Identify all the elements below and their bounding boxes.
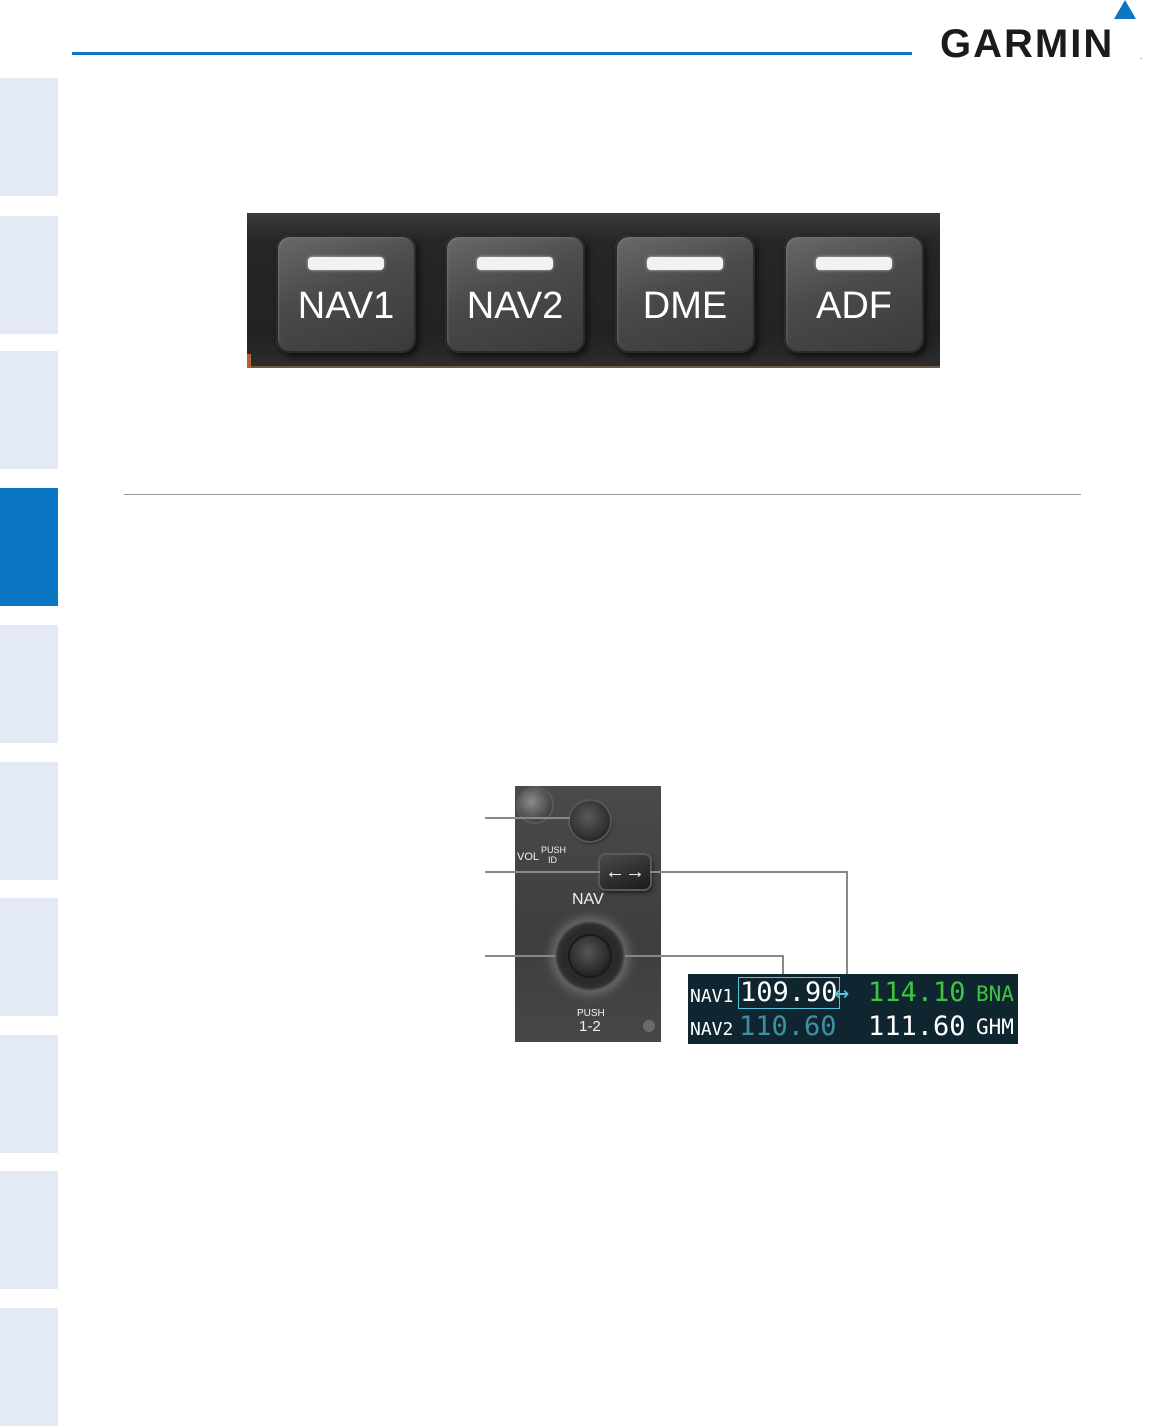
nav1-key-label: NAV1 [297,285,395,327]
nav2-active-frequency: 111.60 [868,1011,966,1042]
adf-key[interactable]: ADF [784,235,924,353]
adf-key-label: ADF [816,285,892,327]
brand-text: GARMIN [940,22,1115,66]
adf-annunciator [816,257,892,270]
nav2-row-label: NAV2 [690,1019,734,1040]
section-tab-10[interactable] [0,1308,58,1426]
vol-label: VOL [517,851,540,863]
callout-line-knob [485,955,555,957]
nav1-transfer-arrow: ↔ [834,978,850,1007]
callout-line-vol [485,817,570,819]
section-tab-1[interactable] [0,78,58,196]
nav2-annunciator [477,257,553,270]
nav1-key[interactable]: NAV1 [276,235,416,353]
nav-tuning-knob-inner[interactable] [570,936,610,976]
dme-annunciator [647,257,723,270]
nav1-ident: BNA [976,982,1014,1006]
section-divider [124,494,1081,495]
nav2-key-label: NAV2 [466,285,564,327]
section-tab-3[interactable] [0,351,58,469]
id-label: ID [548,855,557,865]
push-label: PUSH [541,845,567,855]
small-knob-icon [518,788,552,822]
nav1-annunciator [308,257,384,270]
brand-mark: . [1140,52,1143,61]
section-tab-5[interactable] [0,625,58,743]
nav-volume-knob[interactable] [570,801,610,841]
nav-frequency-display: NAV1 109.90 ↔ 114.10 BNA NAV2 110.60 111… [688,974,1018,1044]
section-tab-6[interactable] [0,762,58,880]
section-tab-9[interactable] [0,1171,58,1289]
nav1-active-frequency: 114.10 [868,977,966,1008]
callout-line-swap-to-display [650,871,847,873]
header-rule [72,52,912,55]
garmin-logo: GARMIN . [940,0,1152,70]
nav2-ident: GHM [976,1015,1014,1039]
nav-label: NAV [572,891,604,908]
nav-swap-button[interactable]: ←→ [600,855,650,889]
nav1-standby-frequency[interactable]: 109.90 [738,977,840,1009]
section-tab-8[interactable] [0,1035,58,1153]
nav1-row-label: NAV1 [690,986,734,1007]
section-tab-7[interactable] [0,898,58,1016]
garmin-triangle-icon [1114,0,1136,19]
section-tab-4-active[interactable] [0,488,58,606]
callout-line-knob-to-display [625,955,784,957]
photocell-icon [643,1020,655,1032]
section-tab-2[interactable] [0,216,58,334]
nav2-key[interactable]: NAV2 [445,235,585,353]
callout-line-knob-down [782,955,784,974]
nav2-standby-frequency[interactable]: 110.60 [739,1011,837,1042]
dme-key-label: DME [642,285,728,327]
callout-line-swap-down [846,871,848,974]
swap-arrows-icon: ←→ [605,861,645,883]
knob-push-label: PUSH [577,1008,605,1019]
knob-mode-label: 1-2 [579,1018,601,1035]
callout-line-swap [485,871,600,873]
dme-key[interactable]: DME [615,235,755,353]
audio-panel-keys-figure: NAV1 NAV2 DME ADF [247,213,940,368]
